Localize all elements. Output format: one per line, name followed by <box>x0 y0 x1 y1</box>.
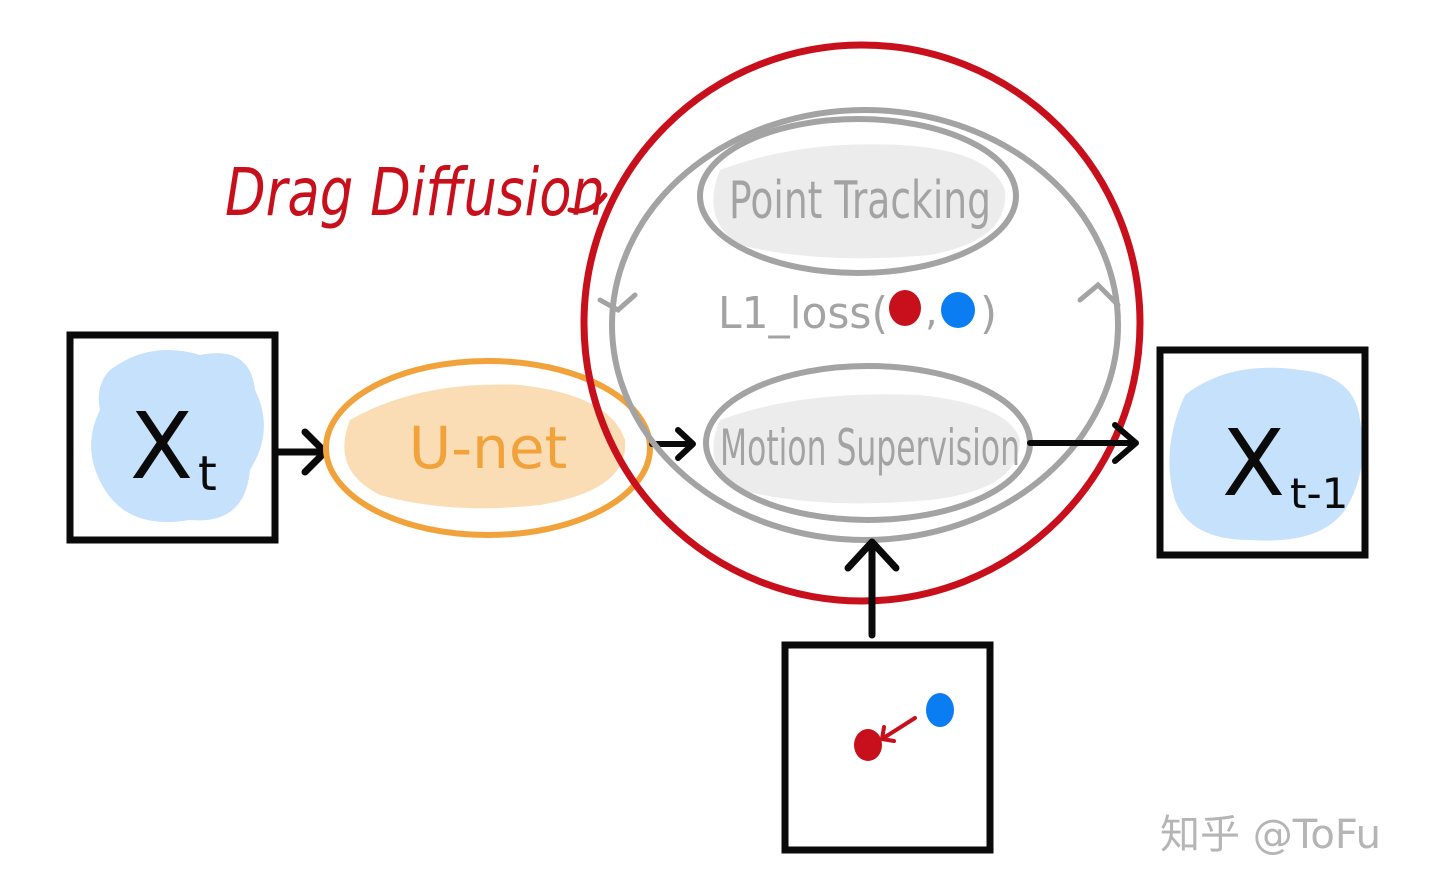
point-tracking-ellipse <box>697 116 1019 276</box>
arrow-handles-to-motion <box>844 538 900 639</box>
input-label: X <box>130 393 193 500</box>
loop-arrow-right <box>1077 281 1121 308</box>
point-tracking-node: Point Tracking <box>697 116 1019 276</box>
title-connector-stroke <box>567 192 608 214</box>
loss-red-dot <box>889 290 921 326</box>
unet-label: U-net <box>409 414 568 482</box>
unet-ellipse <box>323 358 653 538</box>
motion-supervision-node: Motion Supervision <box>703 363 1033 523</box>
point-tracking-fill <box>713 144 1006 259</box>
target-point-blue <box>926 693 954 727</box>
handle-points-node <box>781 641 994 854</box>
handle-points-box <box>781 641 994 854</box>
output-node: X t-1 <box>1156 346 1369 559</box>
output-box <box>1156 346 1369 559</box>
input-box <box>66 331 279 544</box>
output-blue-fill <box>1169 367 1363 541</box>
arrow-input-to-unet <box>274 428 329 476</box>
watermark: 知乎 @ToFu <box>1160 812 1381 858</box>
input-blue-fill <box>91 350 264 522</box>
unet-node: U-net <box>323 358 653 538</box>
point-tracking-label: Point Tracking <box>729 171 991 231</box>
unet-orange-fill <box>344 384 626 509</box>
arrow-unet-to-motion <box>649 427 696 461</box>
loop-arrow-left <box>597 292 638 314</box>
input-node: X t <box>66 331 279 544</box>
output-label: X <box>1222 410 1285 517</box>
output-subscript: t-1 <box>1290 469 1348 518</box>
drag-diffusion-circle <box>580 41 1144 605</box>
l1-loss-close: ) <box>980 288 997 339</box>
handle-point-red <box>854 729 882 761</box>
input-subscript: t <box>198 446 217 502</box>
l1-loss-group: L1_loss( , ) <box>718 288 997 339</box>
motion-supervision-fill <box>713 394 1020 504</box>
motion-supervision-label: Motion Supervision <box>720 419 1020 477</box>
iteration-loop-ellipse <box>609 107 1121 543</box>
arrow-motion-to-output <box>1027 422 1139 464</box>
loss-separator: , <box>925 289 938 335</box>
drag-direction-arrow <box>880 716 917 743</box>
loss-blue-dot <box>941 292 975 328</box>
diagram-title: Drag Diffusion <box>225 154 605 231</box>
l1-loss-label: L1_loss( <box>718 288 888 339</box>
